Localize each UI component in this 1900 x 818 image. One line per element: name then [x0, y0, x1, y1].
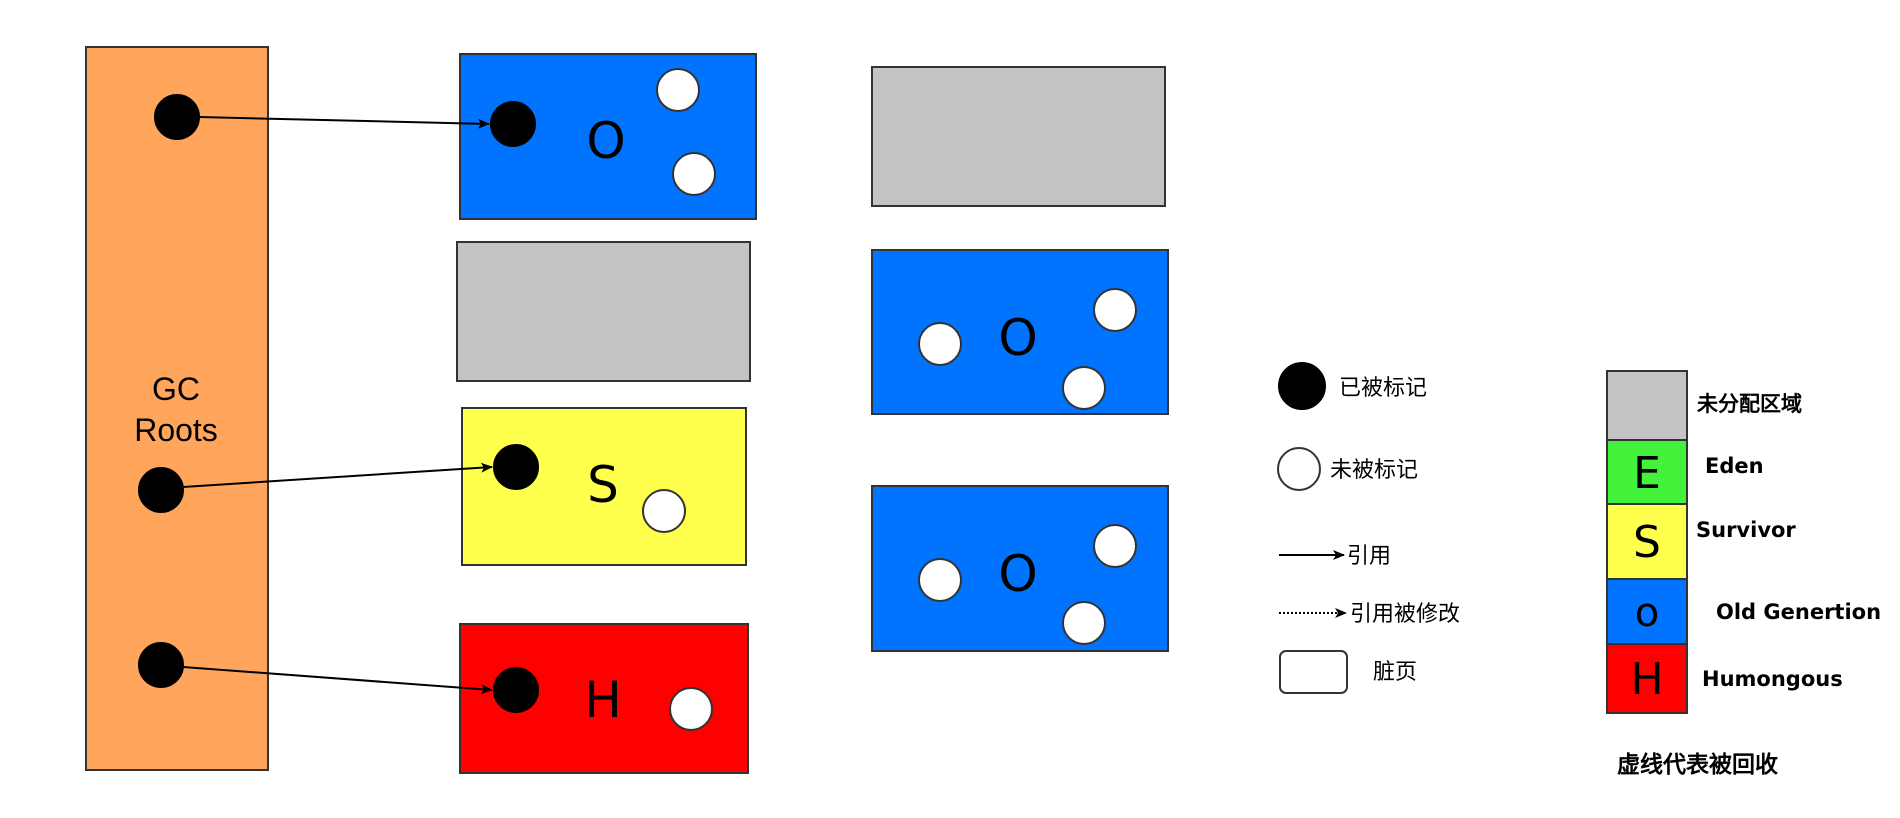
old-region-3-letter: O — [998, 545, 1037, 603]
marked-object — [493, 667, 539, 713]
humongous-region-letter: H — [584, 671, 622, 729]
gc-roots: GC Roots — [85, 46, 269, 771]
marker-legend: 已被标记 未被标记 引用 引用被修改 脏页 — [1277, 362, 1460, 694]
old-region-2-letter: O — [998, 309, 1037, 367]
marked-object — [493, 444, 539, 490]
unmarked-object — [669, 687, 713, 731]
eden-legend-letter: E — [1633, 448, 1661, 499]
survivor-region: S — [461, 407, 747, 566]
region-legend: 未分配区域 E Eden S Survivor o Old Genertion … — [1606, 370, 1881, 778]
unmarked-legend-icon — [1277, 447, 1321, 491]
old-region-3: O — [871, 485, 1169, 652]
region-legend-footnote: 虚线代表被回收 — [1617, 751, 1778, 778]
dirty-page-legend-label: 脏页 — [1373, 660, 1417, 685]
unmarked-object — [656, 68, 700, 112]
unallocated-legend-label: 未分配区域 — [1697, 392, 1802, 416]
gc-roots-label-line2: Roots — [134, 412, 218, 448]
humongous-legend-swatch — [1606, 643, 1688, 714]
old-legend-label: Old Genertion — [1716, 600, 1881, 624]
reference-arrow-2 — [182, 462, 493, 488]
unmarked-legend-label: 未被标记 — [1330, 458, 1418, 483]
gc-root-dot-1 — [154, 94, 200, 140]
unmarked-object — [1062, 366, 1106, 410]
old-legend-letter: o — [1635, 590, 1659, 636]
unmarked-object — [642, 489, 686, 533]
reference-modified-legend-label: 引用被修改 — [1350, 602, 1460, 627]
unmarked-object — [1093, 288, 1137, 332]
marked-legend-icon — [1278, 362, 1326, 410]
unmarked-object — [672, 152, 716, 196]
dirty-page-legend-icon — [1279, 650, 1348, 694]
unallocated-legend-swatch — [1606, 370, 1688, 441]
old-region-1-letter: O — [586, 112, 625, 170]
gc-root-dot-2 — [138, 467, 184, 513]
unallocated-region-2 — [871, 66, 1166, 207]
eden-legend-label: Eden — [1705, 454, 1764, 478]
unmarked-object — [1093, 524, 1137, 568]
old-region-2: O — [871, 249, 1169, 415]
reference-arrow-1 — [198, 116, 490, 129]
survivor-region-letter: S — [587, 456, 619, 514]
survivor-legend-label: Survivor — [1696, 518, 1796, 542]
old-region-1: O — [459, 53, 757, 220]
gc-roots-label-line1: GC — [152, 371, 200, 407]
reference-arrow-3 — [182, 666, 493, 695]
marked-legend-label: 已被标记 — [1339, 376, 1427, 401]
humongous-legend-letter: H — [1630, 654, 1663, 705]
gc-root-dot-3 — [138, 642, 184, 688]
reference-legend-label: 引用 — [1347, 544, 1391, 569]
old-region-2-box — [871, 249, 1169, 415]
unallocated-region-1 — [456, 241, 751, 382]
unmarked-object — [918, 558, 962, 602]
old-legend-swatch — [1606, 578, 1688, 645]
eden-legend-swatch — [1606, 439, 1688, 505]
marked-object — [490, 101, 536, 147]
survivor-legend-letter: S — [1633, 517, 1661, 568]
humongous-region: H — [459, 623, 749, 774]
unmarked-object — [1062, 601, 1106, 645]
humongous-legend-label: Humongous — [1702, 667, 1843, 691]
unmarked-object — [918, 322, 962, 366]
